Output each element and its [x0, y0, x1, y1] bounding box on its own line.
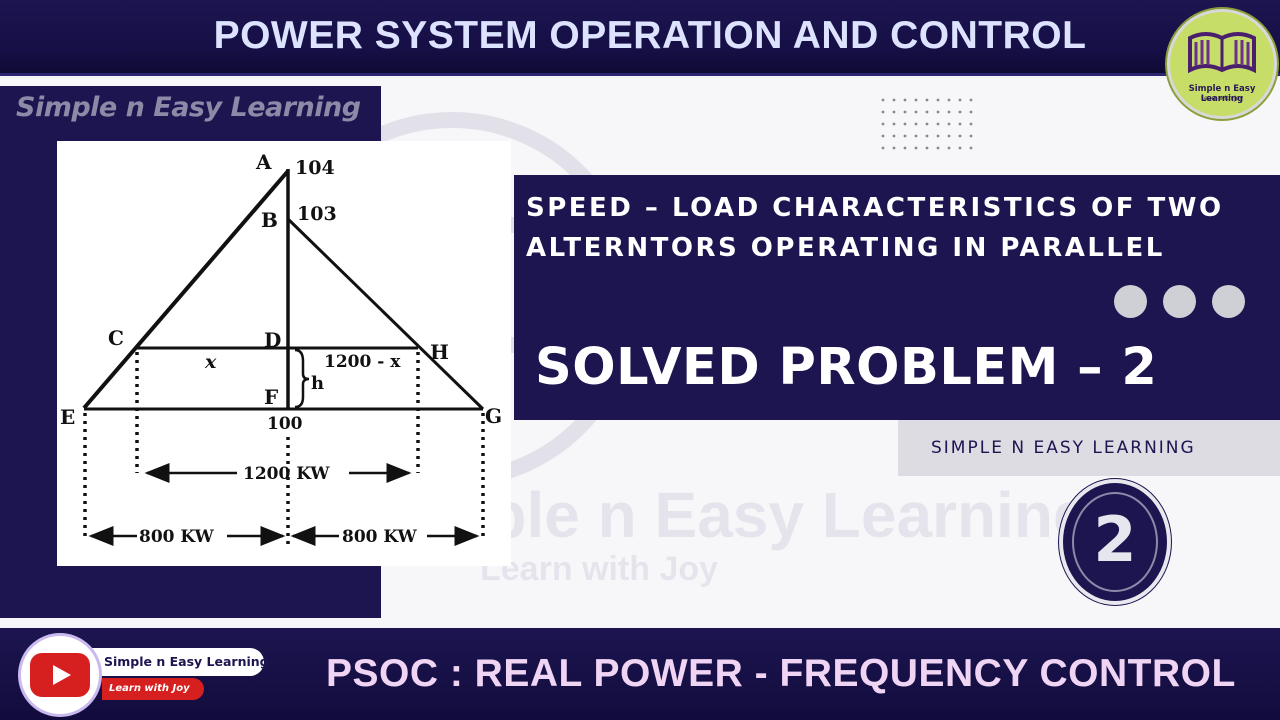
youtube-badge[interactable] — [18, 633, 102, 717]
var-h: h — [311, 373, 324, 394]
channel-logo: Simple n Easy Learning Learn with Joy — [1167, 9, 1277, 119]
label-e: E — [60, 405, 75, 429]
logo-tagline: Learn with Joy — [1200, 95, 1244, 102]
dot-decoration-3 — [1212, 285, 1245, 318]
dim-total: 1200 KW — [243, 464, 330, 484]
var-rest: 1200 - x — [324, 352, 401, 372]
speed-load-diagram: A 104 B 103 C D H E F G 100 x 1200 - x h… — [57, 141, 511, 566]
dot-decoration-1 — [1114, 285, 1147, 318]
footer-channel-name: Simple n Easy Learning — [92, 648, 269, 676]
book-logo-icon — [1188, 32, 1256, 74]
problem-number-badge: 2 — [1059, 479, 1171, 605]
dot-grid-decoration — [881, 98, 973, 150]
channel-strip — [898, 420, 1280, 476]
diagram-svg: A 104 B 103 C D H E F G 100 x 1200 - x h… — [60, 150, 502, 549]
badge-inner-ring — [1072, 492, 1158, 592]
youtube-play-icon — [30, 653, 90, 697]
problem-title: SOLVED PROBLEM – 2 — [535, 338, 1158, 397]
dot-decoration-2 — [1163, 285, 1196, 318]
watermark-subtext: Learn with Joy — [480, 550, 719, 588]
label-a: A — [255, 150, 272, 174]
value-a: 104 — [295, 157, 335, 179]
topic-title: PSOC : REAL POWER - FREQUENCY CONTROL — [326, 652, 1236, 695]
label-c: C — [108, 326, 124, 350]
dim-right: 800 KW — [342, 527, 418, 547]
subject-box — [514, 175, 1280, 420]
label-g: G — [485, 404, 502, 428]
label-h: H — [430, 340, 449, 364]
subject-line-1: SPEED – LOAD CHARACTERISTICS OF TWO — [526, 193, 1224, 223]
course-title: POWER SYSTEM OPERATION AND CONTROL — [213, 14, 1087, 57]
line-ae — [82, 169, 290, 410]
subject-line-2: ALTERNTORS OPERATING IN PARALLEL — [526, 233, 1165, 263]
logo-name: Simple n Easy Learning — [1188, 84, 1256, 104]
channel-strip-text: SIMPLE N EASY LEARNING — [931, 438, 1196, 458]
label-f: F — [264, 385, 278, 409]
dim-left: 800 KW — [139, 527, 215, 547]
var-x: x — [204, 351, 217, 373]
label-b: B — [261, 208, 278, 232]
line-bg — [286, 217, 485, 411]
value-b: 103 — [297, 203, 337, 225]
left-brand-text: Simple n Easy Learning — [16, 92, 361, 123]
footer-channel-tagline: Learn with Joy — [102, 678, 204, 700]
brace-h — [294, 348, 310, 409]
top-banner — [0, 0, 1280, 76]
value-f: 100 — [267, 414, 303, 434]
badge-number: 2 — [1093, 503, 1137, 576]
label-d: D — [264, 328, 281, 352]
